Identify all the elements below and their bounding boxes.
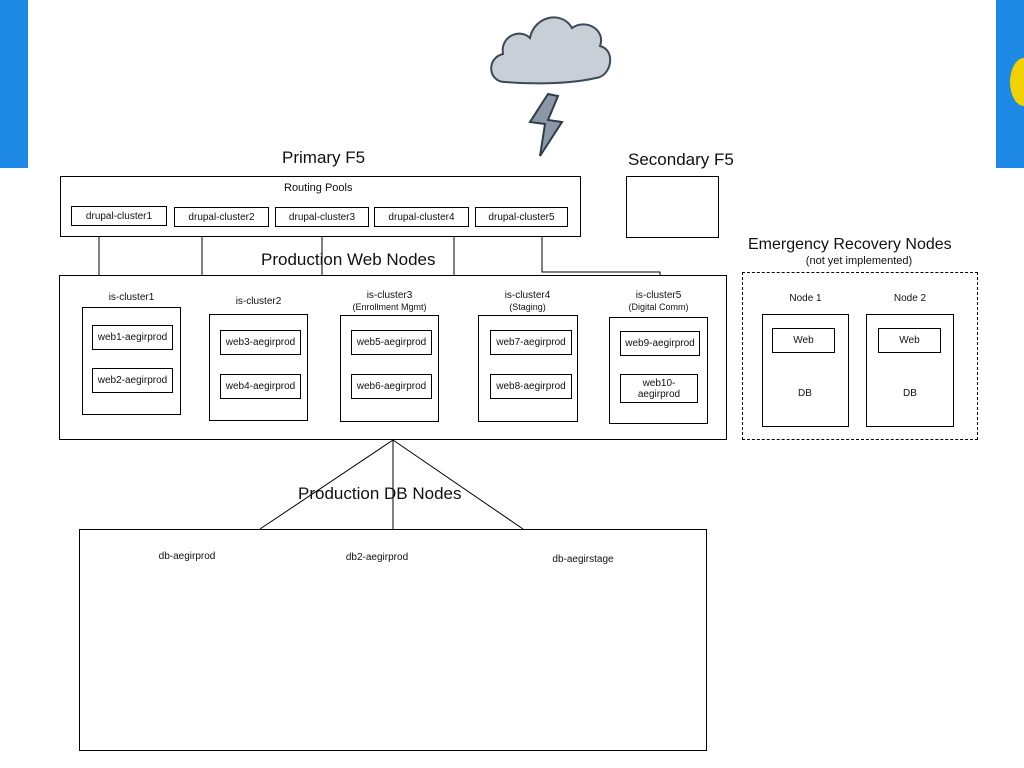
pool-drupal-cluster5: drupal-cluster5: [475, 207, 568, 227]
web-node-web3: web3-aegirprod: [220, 330, 301, 355]
emergency-title: Emergency Recovery Nodes: [748, 236, 952, 253]
db-links: [259, 439, 524, 530]
db-nodes-box: [79, 529, 707, 751]
web-node-web5: web5-aegirprod: [351, 330, 432, 355]
cluster4-subtitle: (Staging): [509, 302, 546, 312]
web-node-web6: web6-aegirprod: [351, 374, 432, 399]
pool-drupal-cluster2: drupal-cluster2: [174, 207, 269, 227]
cluster3-subtitle: (Enrollment Mgmt): [352, 302, 427, 312]
emergency-node1-web: Web: [772, 328, 835, 353]
web-node-web10: web10- aegirprod: [620, 374, 698, 403]
cluster2-label: is-cluster2: [235, 296, 282, 307]
web-node-web9: web9-aegirprod: [620, 331, 700, 356]
web-nodes-title: Production Web Nodes: [261, 250, 436, 269]
db-label-db-aegirstage: db-aegirstage: [552, 554, 614, 565]
secondary-f5-box: [626, 176, 719, 238]
web-node-web2: web2-aegirprod: [92, 368, 173, 393]
emergency-node2-db: DB: [903, 388, 917, 399]
web-node-web7: web7-aegirprod: [490, 330, 572, 355]
db-label-db-aegirprod: db-aegirprod: [158, 551, 216, 562]
emergency-node1-label: Node 1: [789, 293, 822, 304]
primary-f5-title: Primary F5: [282, 148, 366, 167]
pool-drupal-cluster1: drupal-cluster1: [71, 206, 167, 226]
web-node-web8: web8-aegirprod: [490, 374, 572, 399]
lightning-bolt-icon: [528, 92, 564, 157]
db-label-db2-aegirprod: db2-aegirprod: [345, 552, 409, 563]
pool-drupal-cluster4: drupal-cluster4: [374, 207, 469, 227]
pool-drupal-cluster3: drupal-cluster3: [275, 207, 369, 227]
left-blue-band: [0, 0, 28, 168]
emergency-node2-label: Node 2: [893, 293, 927, 304]
cluster5-label: is-cluster5: [635, 290, 682, 301]
right-blue-band: [996, 0, 1024, 168]
cluster1-label: is-cluster1: [108, 292, 155, 303]
cluster4-label: is-cluster4: [504, 290, 551, 301]
emergency-node2-web: Web: [878, 328, 941, 353]
secondary-f5-title: Secondary F5: [628, 150, 734, 169]
web-node-web1: web1-aegirprod: [92, 325, 173, 350]
db-nodes-title: Production DB Nodes: [298, 484, 462, 503]
cluster5-subtitle: (Digital Comm): [628, 302, 689, 312]
internet-cloud-icon: [490, 16, 611, 85]
cluster1-box: [82, 307, 181, 415]
emergency-node1-db: DB: [798, 388, 812, 399]
emergency-subtitle: (not yet implemented): [805, 255, 913, 267]
cluster3-label: is-cluster3: [366, 290, 413, 301]
routing-pools-label: Routing Pools: [284, 182, 353, 194]
web-node-web4: web4-aegirprod: [220, 374, 301, 399]
